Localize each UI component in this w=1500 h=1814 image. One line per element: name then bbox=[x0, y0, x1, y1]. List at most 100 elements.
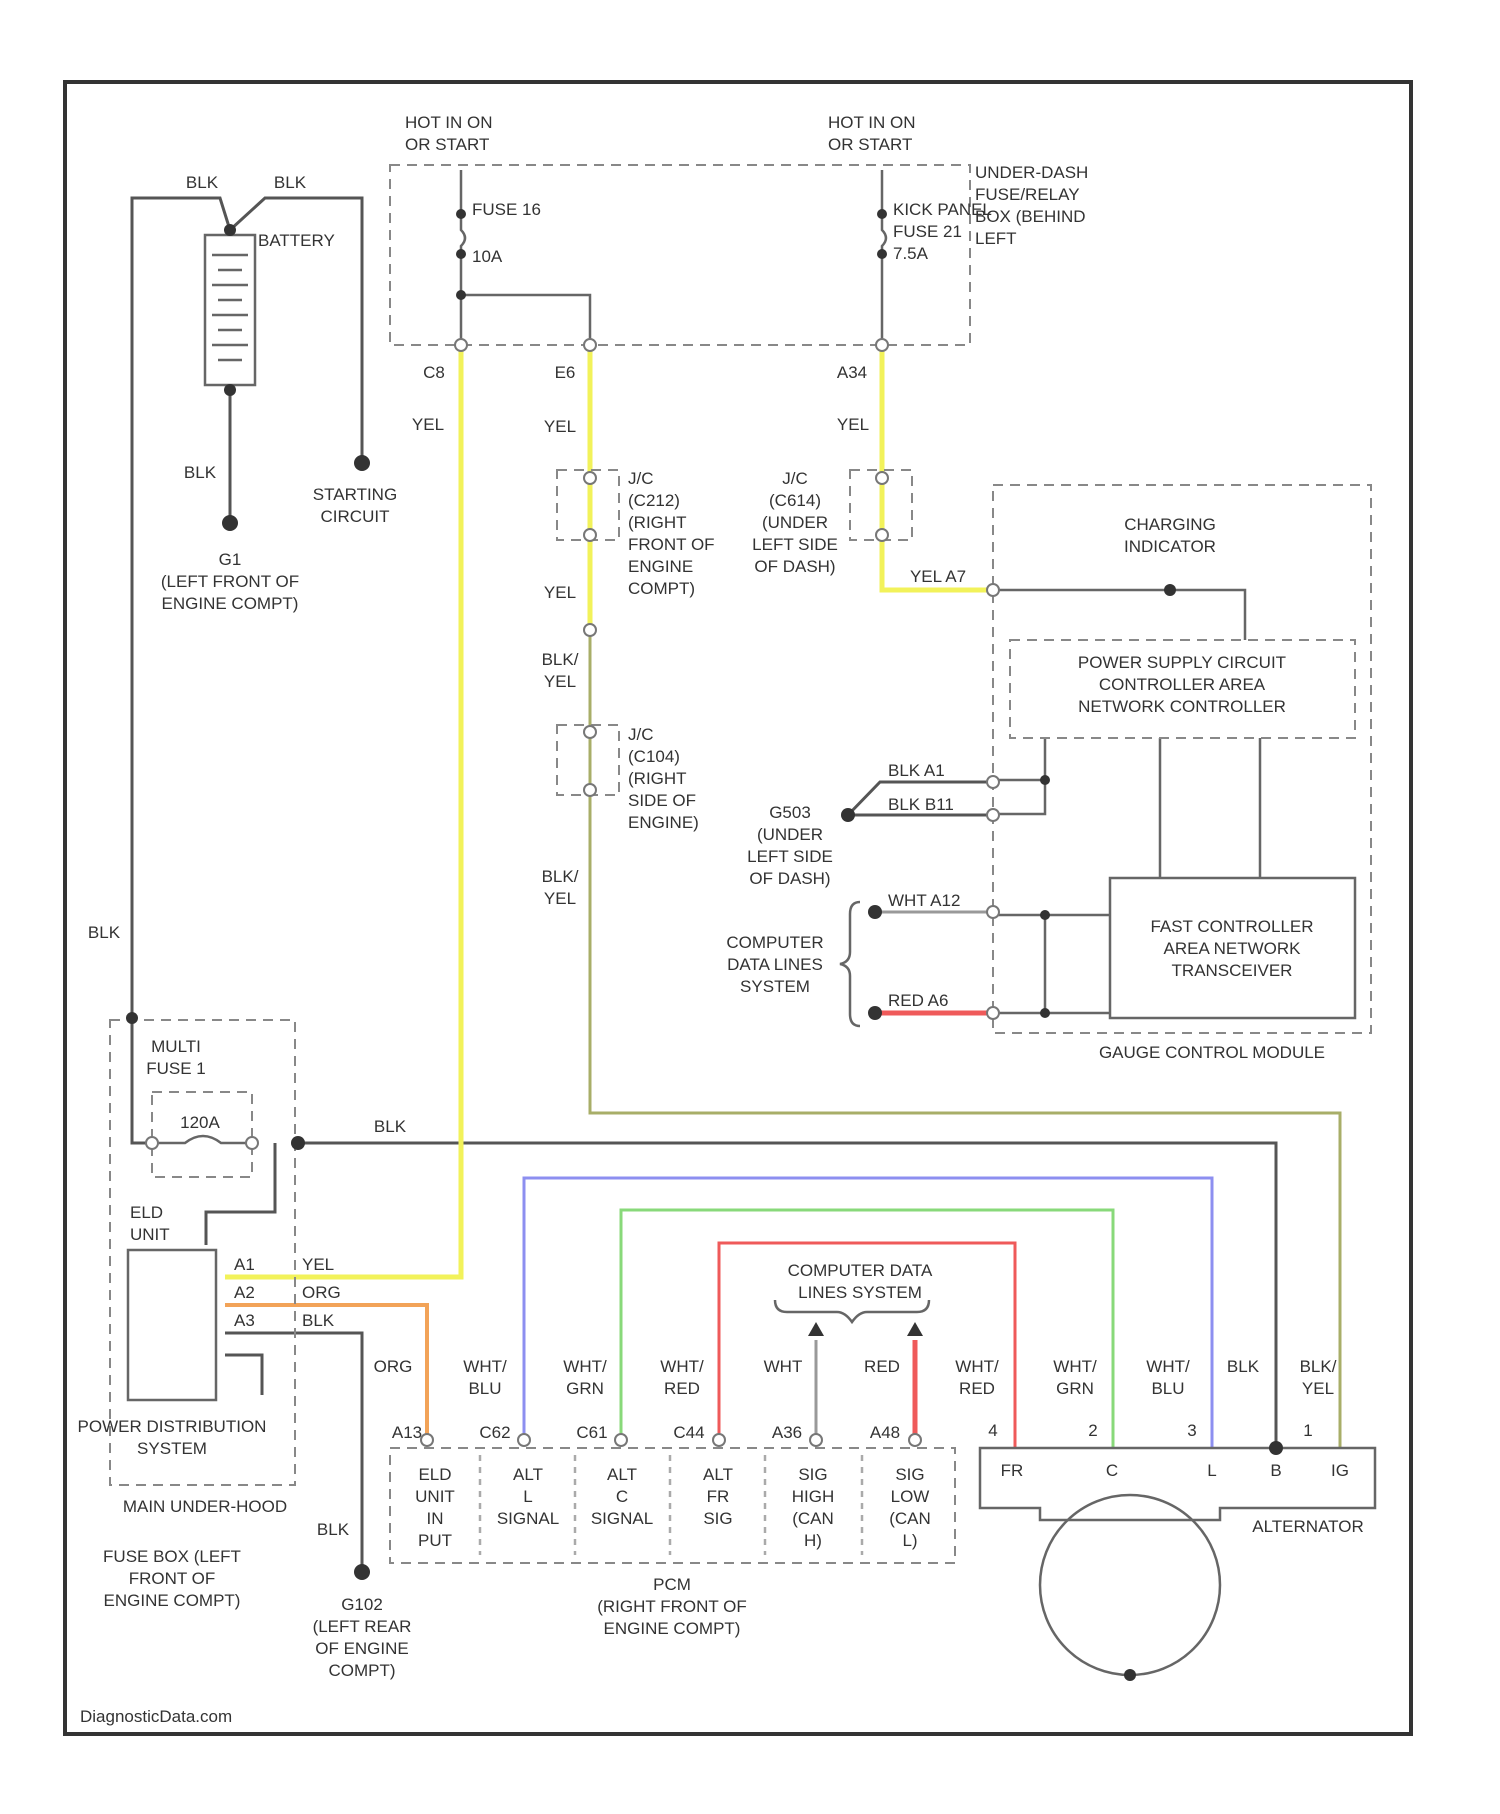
label-pcm-pin-2: C62 bbox=[479, 1423, 510, 1442]
label-blk-yel-1: BLK/YEL bbox=[542, 650, 579, 691]
label-eld-pin-2: A2 bbox=[234, 1283, 255, 1302]
label-fuse-16: FUSE 16 bbox=[472, 200, 541, 219]
label-main-under-hood: MAIN UNDER-HOOD bbox=[123, 1497, 287, 1516]
label-wire-color-4: WHT/RED bbox=[660, 1357, 704, 1398]
label-multi-fuse-amp: 120A bbox=[180, 1113, 220, 1132]
label-blk-main: BLK bbox=[374, 1117, 407, 1136]
label-blk-vertical: BLK bbox=[88, 923, 121, 942]
wire-blk-to-alt-b bbox=[298, 1143, 1276, 1448]
label-yel-1: YEL bbox=[412, 415, 444, 434]
label-red-a6: RED A6 bbox=[888, 991, 948, 1010]
label-blk-top-2: BLK bbox=[274, 173, 307, 192]
label-hot-right: HOT IN ONOR START bbox=[828, 113, 916, 154]
label-alternator: ALTERNATOR bbox=[1252, 1517, 1363, 1536]
label-watermark: DiagnosticData.com bbox=[80, 1707, 232, 1726]
label-fuse-box: FUSE BOX (LEFTFRONT OFENGINE COMPT) bbox=[103, 1547, 241, 1610]
label-battery: BATTERY bbox=[258, 231, 335, 250]
label-pin-e6: E6 bbox=[555, 363, 576, 382]
battery-plates bbox=[212, 255, 248, 360]
alternator-symbol bbox=[1040, 1495, 1220, 1675]
label-fuse-16-amp: 10A bbox=[472, 247, 503, 266]
wire-grn bbox=[621, 1210, 1113, 1448]
main-under-hood-box bbox=[110, 1020, 295, 1485]
label-wire-color-9: WHT/BLU bbox=[1146, 1357, 1190, 1398]
pcm-box bbox=[390, 1448, 955, 1563]
wire-gcm-bus bbox=[1160, 738, 1260, 878]
label-pcm-pin-5: A36 bbox=[772, 1423, 802, 1442]
label-eld-wire-2: ORG bbox=[302, 1283, 341, 1302]
label-wire-color-10: BLK bbox=[1227, 1357, 1260, 1376]
wire-yel-a34 bbox=[882, 347, 993, 590]
label-c614: J/C(C614)(UNDERLEFT SIDEOF DASH) bbox=[752, 469, 838, 576]
wire-gcm-gnd bbox=[993, 738, 1045, 814]
label-alt-cell-2: C bbox=[1106, 1461, 1118, 1480]
gcm-data-brace bbox=[840, 902, 860, 1026]
wire-blk-multifuse-in bbox=[132, 1018, 152, 1143]
label-eld-unit: ELDUNIT bbox=[130, 1203, 170, 1244]
label-eld-wire-1: YEL bbox=[302, 1255, 334, 1274]
label-pcm-pin-1: A13 bbox=[392, 1423, 422, 1442]
battery-symbol bbox=[205, 235, 255, 385]
wire-blkyel-to-alt-ig bbox=[590, 630, 1340, 1448]
label-blk-b11: BLK B11 bbox=[888, 795, 954, 814]
label-computer-data-lines: COMPUTERDATA LINESSYSTEM bbox=[726, 933, 823, 996]
label-pin-a34: A34 bbox=[837, 363, 867, 382]
label-alt-cell-1: FR bbox=[1001, 1461, 1024, 1480]
label-yel-a7: YEL A7 bbox=[910, 567, 966, 586]
multi-fuse-symbol bbox=[152, 1136, 252, 1143]
label-blk-top-1: BLK bbox=[186, 173, 219, 192]
label-alt-pin-4: 1 bbox=[1303, 1421, 1312, 1440]
label-alt-cell-5: IG bbox=[1331, 1461, 1349, 1480]
wire-gcm-indicator bbox=[993, 590, 1245, 640]
fuse-16-tap bbox=[461, 295, 590, 340]
label-wire-color-5: WHT bbox=[764, 1357, 803, 1376]
label-wire-color-2: WHT/BLU bbox=[463, 1357, 507, 1398]
label-wire-color-3: WHT/GRN bbox=[563, 1357, 607, 1398]
label-wire-color-1: ORG bbox=[374, 1357, 413, 1376]
label-wire-color-8: WHT/GRN bbox=[1053, 1357, 1097, 1398]
label-blk-yel-2: BLK/YEL bbox=[542, 867, 579, 908]
wire-gcm-can bbox=[993, 915, 1110, 1013]
label-alt-cell-4: B bbox=[1270, 1461, 1281, 1480]
label-pcm-pin-4: C44 bbox=[673, 1423, 704, 1442]
label-alt-pin-3: 3 bbox=[1187, 1421, 1196, 1440]
label-wire-color-6: RED bbox=[864, 1357, 900, 1376]
label-wire-color-11: BLK/YEL bbox=[1300, 1357, 1337, 1398]
wire-eld-up bbox=[206, 1143, 275, 1245]
label-eld-pin-1: A1 bbox=[234, 1255, 255, 1274]
label-alt-cell-3: L bbox=[1207, 1461, 1216, 1480]
label-alt-pin-2: 2 bbox=[1088, 1421, 1097, 1440]
label-wht-a12: WHT A12 bbox=[888, 891, 960, 910]
label-power-distribution: POWER DISTRIBUTIONSYSTEM bbox=[78, 1417, 267, 1458]
label-eld-pin-3: A3 bbox=[234, 1311, 255, 1330]
label-yel-4: YEL bbox=[544, 583, 576, 602]
label-group: HOT IN ONOR START HOT IN ONOR START UNDER-… bbox=[78, 113, 1364, 1726]
label-alt-pin-1: 4 bbox=[988, 1421, 997, 1440]
alternator-ground bbox=[1124, 1669, 1136, 1681]
label-yel-3: YEL bbox=[837, 415, 869, 434]
label-blk-g102: BLK bbox=[317, 1520, 350, 1539]
label-blk-left: BLK bbox=[184, 463, 217, 482]
label-eld-wire-3: BLK bbox=[302, 1311, 335, 1330]
diagram-frame bbox=[65, 82, 1411, 1734]
